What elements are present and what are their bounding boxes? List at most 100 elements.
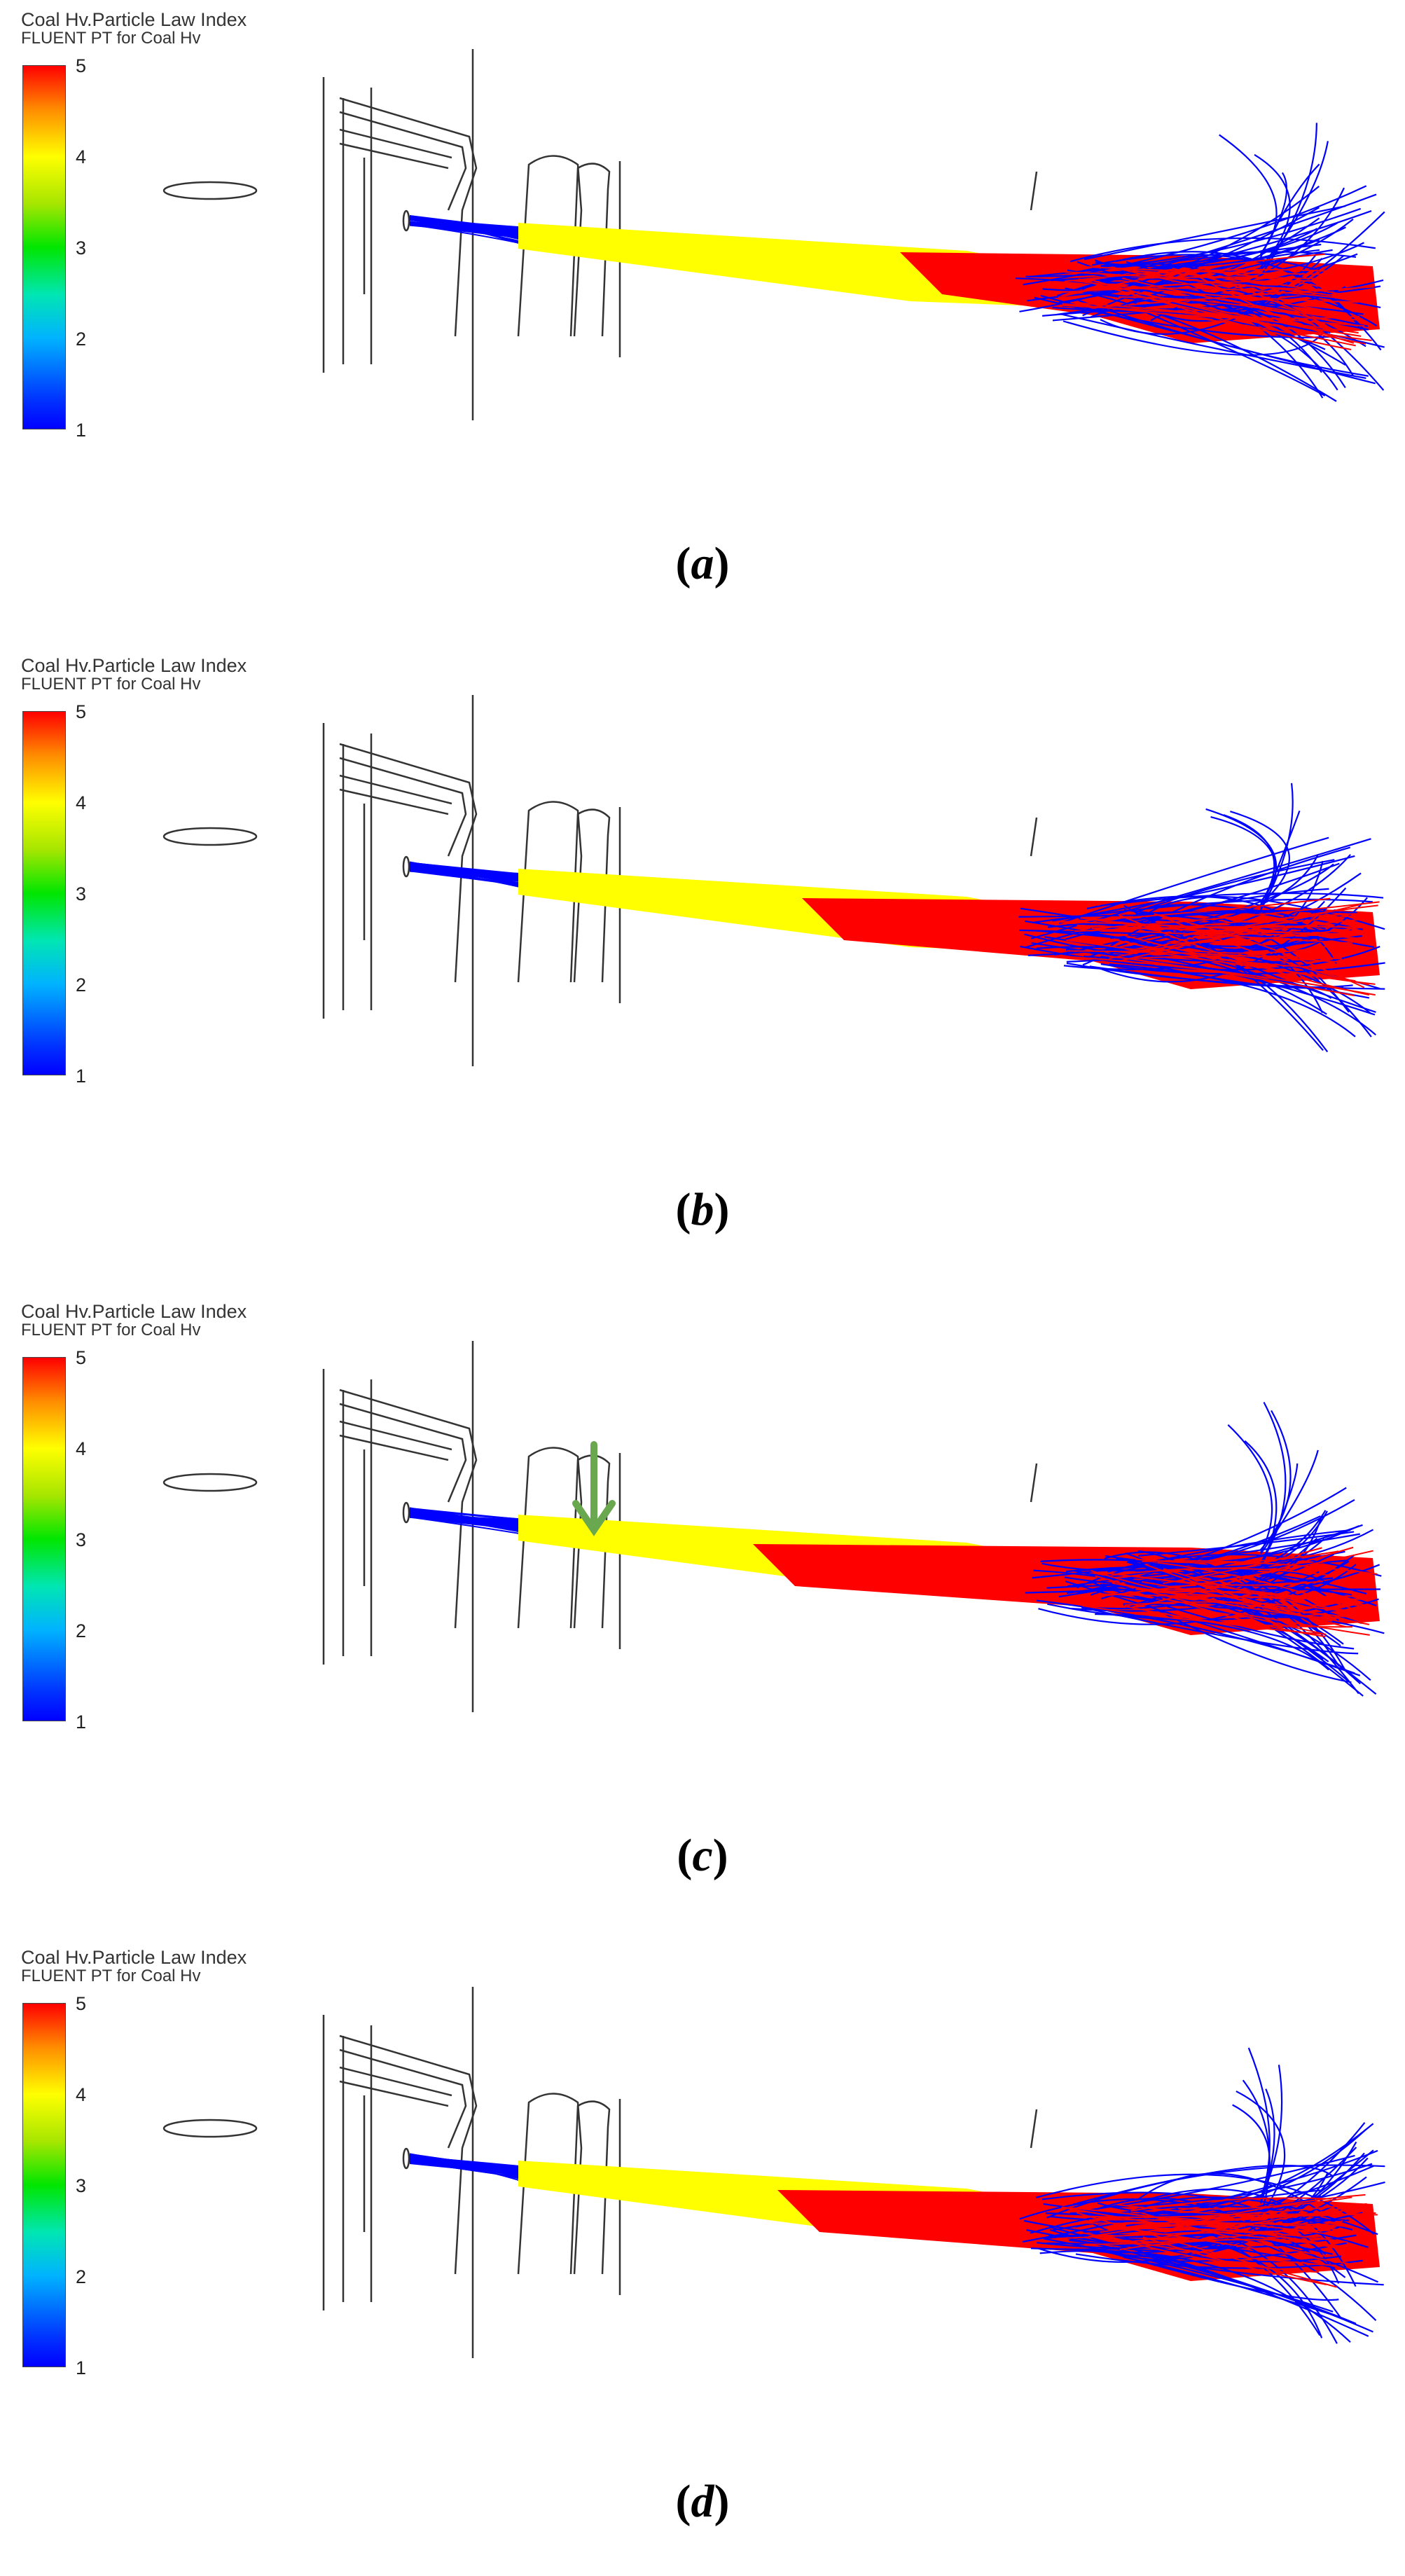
particle-track	[1260, 1401, 1287, 1564]
particle-track	[1121, 280, 1362, 290]
particle-track	[1058, 253, 1325, 298]
particle-track	[1056, 2229, 1331, 2240]
particle-track	[1157, 1562, 1359, 1612]
particle-track	[1139, 1546, 1354, 1607]
probe-line	[1030, 2109, 1038, 2149]
particle-track	[1077, 924, 1374, 935]
particle-track	[1189, 1604, 1326, 1638]
far-field-particles	[1019, 2047, 1385, 2344]
particle-track	[1150, 1590, 1372, 1600]
panel-caption: (a)	[675, 538, 730, 589]
particle-track	[1148, 296, 1352, 351]
particle-track	[1184, 268, 1355, 344]
particle-track	[1230, 811, 1290, 905]
red-particle-tracks	[1053, 897, 1380, 997]
particle-track	[1142, 1560, 1378, 1575]
particle-track	[1247, 2047, 1271, 2199]
duct-outline	[339, 743, 478, 983]
particle-track	[1165, 2228, 1341, 2249]
particle-track	[1130, 268, 1334, 291]
particle-track	[1260, 123, 1317, 276]
arch-outline	[569, 163, 611, 337]
particle-track	[1227, 1424, 1273, 1553]
legend-tick-2: 2	[76, 1620, 87, 1641]
particle-track	[1077, 2212, 1337, 2288]
particle-track	[1149, 904, 1364, 930]
particle-track	[1100, 2123, 1374, 2215]
legend-tick-5: 5	[76, 1347, 87, 1368]
arch-outline	[517, 1447, 583, 1629]
particle-track	[1053, 897, 1331, 923]
particle-track	[1183, 915, 1351, 937]
particle-track	[1259, 2065, 1283, 2200]
particle-track	[1039, 2250, 1351, 2343]
duct-outline	[339, 1389, 478, 1629]
inlet-ellipse	[162, 827, 258, 846]
particle-track	[1242, 2079, 1271, 2218]
duct-outline	[339, 128, 452, 159]
legend-tick-1: 1	[76, 1711, 87, 1733]
particle-track	[1090, 2154, 1355, 2211]
particle-track	[1077, 1487, 1347, 1594]
legend-tick-1: 1	[76, 420, 87, 441]
burner-tip	[402, 209, 410, 232]
duct-outline	[339, 2066, 452, 2097]
particle-track	[1130, 2203, 1367, 2243]
particle-track	[1162, 1597, 1370, 1636]
far-field-particles	[1025, 1401, 1385, 1697]
particle-track	[1111, 266, 1322, 311]
legend-tick-3: 3	[76, 883, 87, 904]
duct-outline	[339, 97, 478, 337]
duct-outline	[339, 788, 449, 815]
particle-track	[1095, 1575, 1323, 1634]
particle-track	[1117, 2203, 1376, 2217]
burner-tip	[402, 2147, 410, 2170]
red-particle-tracks	[1056, 2193, 1378, 2288]
panel-d: Coal Hv.Particle Law Index FLUENT PT for…	[0, 1938, 1405, 2576]
particle-track	[1154, 913, 1365, 989]
arch-outline	[517, 801, 583, 983]
legend-tick-5: 5	[76, 701, 87, 722]
particle-track	[1100, 954, 1355, 997]
duct-outline	[339, 2080, 449, 2107]
particle-track	[1081, 1606, 1359, 1655]
particle-track	[1171, 912, 1372, 930]
particle-track	[1119, 933, 1376, 985]
legend-tick-3: 3	[76, 1529, 87, 1550]
legend-title: Coal Hv.Particle Law Index	[21, 655, 247, 676]
particle-track	[1080, 266, 1364, 276]
particle-track	[1135, 1588, 1342, 1601]
particle-track	[1142, 930, 1352, 944]
color-scale-bar	[22, 711, 66, 1075]
legend-tick-5: 5	[76, 1993, 87, 2014]
particle-track	[1135, 859, 1335, 914]
particle-track	[1260, 1463, 1299, 1565]
legend-tick-4: 4	[76, 146, 87, 167]
legend-tick-2: 2	[76, 2266, 87, 2287]
particle-track	[1097, 2181, 1385, 2215]
particle-track	[1053, 1550, 1373, 1602]
particle-track	[1236, 2091, 1286, 2217]
particle-track	[1137, 2172, 1330, 2219]
particle-trajectory-view	[162, 49, 1385, 420]
panel-caption: (c)	[677, 1830, 728, 1881]
particle-track	[1058, 836, 1329, 925]
particle-track	[1041, 2191, 1340, 2284]
particle-track	[1074, 925, 1374, 932]
particle-track	[1066, 939, 1356, 982]
particle-track	[1136, 888, 1329, 927]
particle-track	[1056, 287, 1335, 298]
duct-outline	[339, 774, 452, 805]
particle-track	[1091, 901, 1380, 930]
particle-track	[1112, 2173, 1329, 2252]
color-scale-bar	[22, 65, 66, 429]
legend-subtitle: FLUENT PT for Coal Hv	[21, 29, 201, 48]
particle-track	[1260, 1449, 1319, 1555]
particle-track	[1032, 1533, 1360, 1579]
duct-outline	[339, 1434, 449, 1461]
particle-track	[1098, 187, 1345, 310]
arch-outline	[517, 155, 583, 337]
particle-track	[1184, 942, 1350, 954]
arch-outline	[569, 2100, 611, 2275]
particle-track	[1130, 2197, 1332, 2212]
